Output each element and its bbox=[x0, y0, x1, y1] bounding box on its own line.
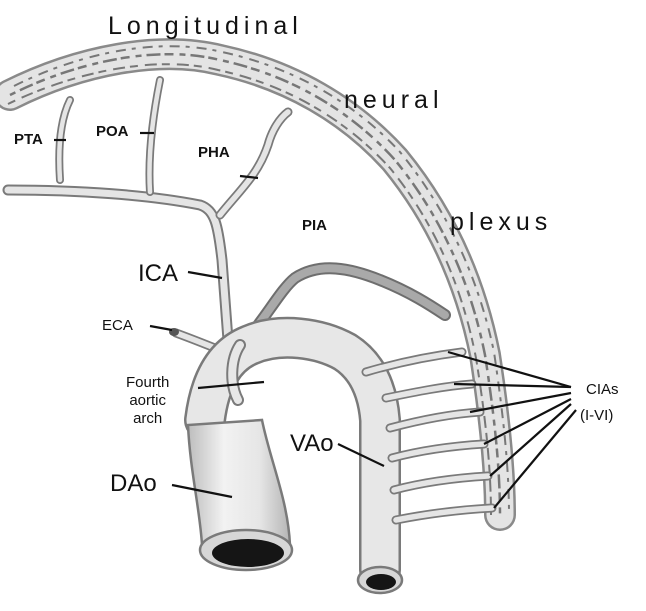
pha-label: PHA bbox=[198, 145, 230, 160]
fourth-aortic-arch-line3: arch bbox=[126, 410, 169, 428]
fourth-aortic-arch-label: Fourth aortic arch bbox=[126, 374, 169, 428]
cias-label: CIAs bbox=[586, 382, 619, 397]
title-neural: neural bbox=[344, 88, 444, 113]
poa-label: POA bbox=[96, 124, 129, 139]
title-plexus: plexus bbox=[450, 210, 552, 235]
cranial-vessels bbox=[8, 80, 445, 355]
dao-label: DAo bbox=[110, 472, 157, 496]
eca-label: ECA bbox=[102, 318, 133, 333]
vao-label: VAo bbox=[290, 432, 334, 456]
aortic-structures bbox=[188, 338, 402, 593]
title-longitudinal: Longitudinal bbox=[108, 14, 303, 39]
fourth-aortic-arch-line2: aortic bbox=[126, 392, 169, 410]
fourth-aortic-arch-line1: Fourth bbox=[126, 374, 169, 392]
cias-range-label: (I-VI) bbox=[580, 408, 613, 423]
pta-label: PTA bbox=[14, 132, 43, 147]
ica-label: ICA bbox=[138, 262, 178, 286]
pia-label: PIA bbox=[302, 218, 327, 233]
